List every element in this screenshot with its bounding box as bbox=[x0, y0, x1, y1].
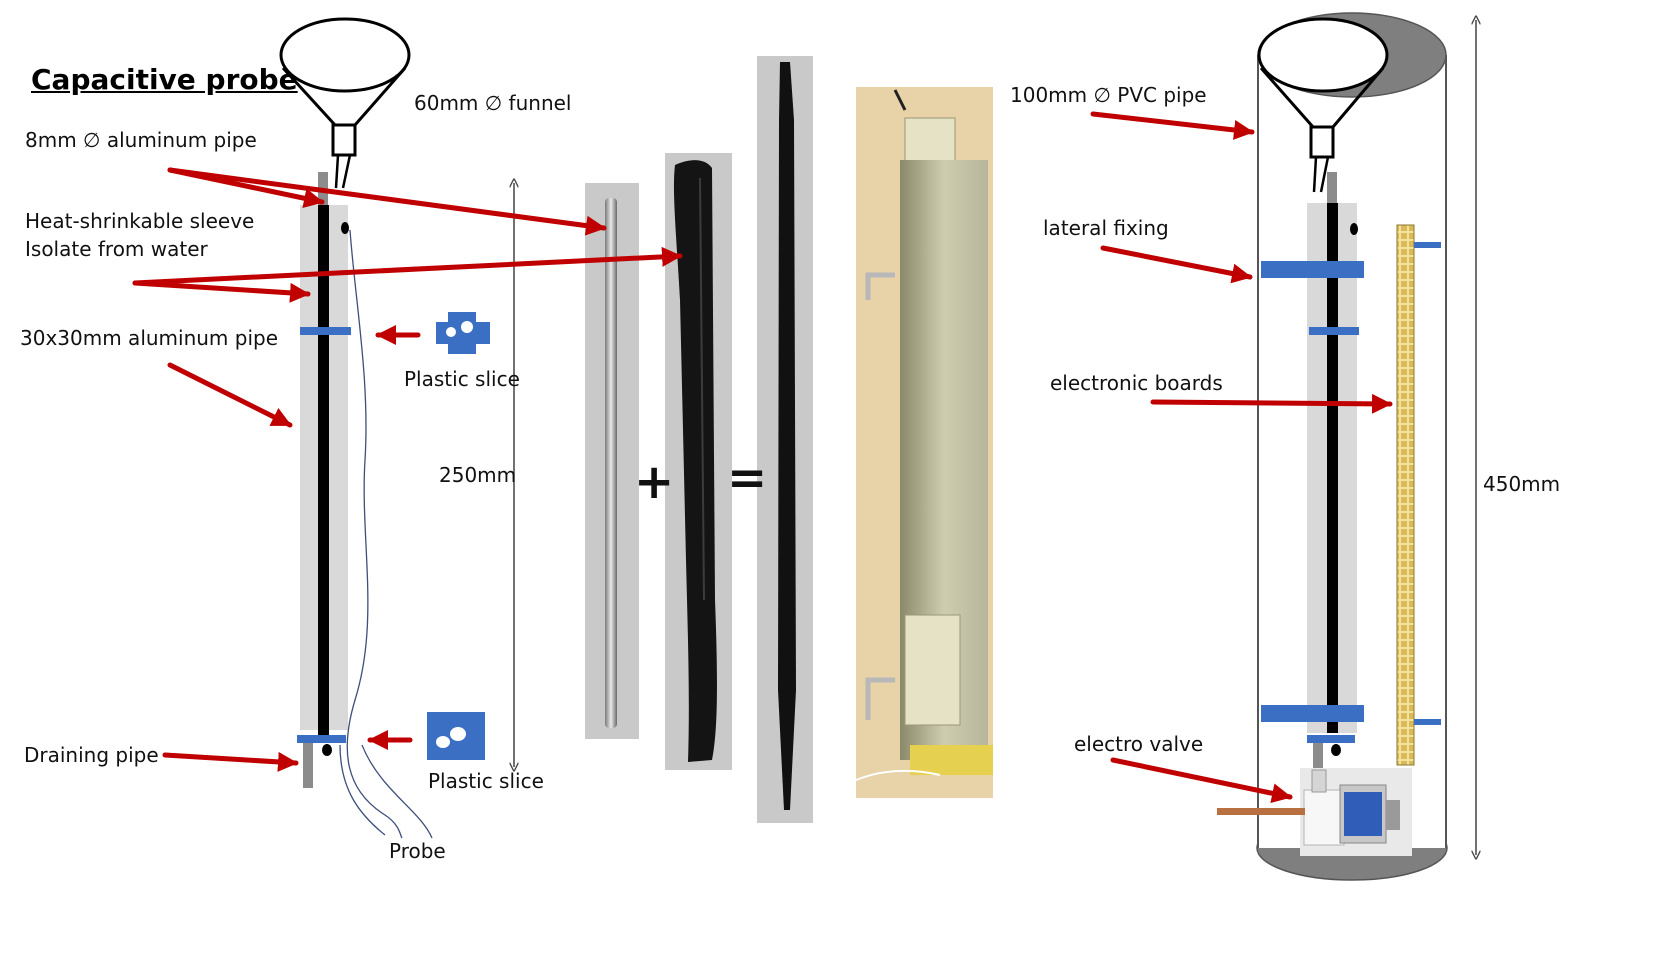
plastic-slice-bottom-bar bbox=[297, 735, 346, 743]
hole-bottom bbox=[322, 744, 332, 756]
assembly-funnel-top bbox=[1257, 17, 1389, 93]
label-plastic-slice-bottom: Plastic slice bbox=[428, 769, 544, 793]
arrow-30mm-pipe bbox=[167, 362, 293, 428]
label-sleeve-line1: Heat-shrinkable sleeve bbox=[25, 209, 255, 233]
label-pvc-pipe: 100mm ∅ PVC pipe bbox=[1010, 83, 1207, 107]
photo-aluminum-rod bbox=[585, 183, 639, 739]
label-draining-pipe: Draining pipe bbox=[24, 743, 159, 767]
hole-top bbox=[341, 222, 349, 234]
label-aluminum-pipe-8mm: 8mm ∅ aluminum pipe bbox=[25, 128, 257, 152]
probe-wire-a bbox=[346, 229, 403, 839]
label-aluminum-pipe-30mm: 30x30mm aluminum pipe bbox=[20, 326, 279, 350]
electronic-board-strip bbox=[1396, 224, 1415, 766]
board-bracket-top bbox=[1414, 242, 1441, 248]
probe-wire-b bbox=[339, 744, 386, 836]
assembly-slice-bottom bbox=[1307, 735, 1355, 743]
assembly-hole-bottom bbox=[1331, 744, 1341, 756]
funnel-spout bbox=[334, 154, 352, 189]
label-sleeve-line2: Isolate from water bbox=[25, 237, 208, 261]
lateral-fixing-bottom bbox=[1261, 705, 1364, 722]
photo-heat-shrink-sleeve bbox=[665, 153, 732, 770]
electro-valve-photo bbox=[1300, 768, 1412, 856]
arrow-8mm-to-photo bbox=[167, 167, 607, 236]
label-funnel: 60mm ∅ funnel bbox=[414, 91, 572, 115]
label-electro-valve: electro valve bbox=[1074, 732, 1204, 756]
funnel-top bbox=[279, 17, 411, 93]
callout-arrows bbox=[132, 111, 1393, 804]
label-length-450: 450mm bbox=[1483, 472, 1561, 496]
photo-assembled-probe bbox=[757, 56, 813, 823]
arrow-lateral-fixing bbox=[1100, 245, 1253, 284]
arrow-electronic-boards bbox=[1150, 393, 1393, 414]
plus-sign: + bbox=[634, 454, 675, 510]
draining-pipe bbox=[303, 743, 313, 788]
label-electronic-boards: electronic boards bbox=[1050, 371, 1223, 395]
assembly-drawing bbox=[1217, 12, 1476, 881]
arrow-sleeve-to-drawing bbox=[132, 280, 311, 303]
assembly-rod-top bbox=[1327, 172, 1337, 207]
equals-sign: = bbox=[727, 450, 768, 506]
plastic-slice-cross-icon bbox=[436, 312, 490, 354]
plastic-slice-square-icon bbox=[427, 712, 485, 760]
arrow-draining-pipe bbox=[162, 751, 299, 772]
label-probe: Probe bbox=[389, 839, 446, 863]
outlet-tube bbox=[1217, 808, 1305, 815]
probe-drawing bbox=[279, 17, 514, 839]
arrow-sleeve-to-photo bbox=[132, 246, 683, 286]
diagram-title: Capacitive probe bbox=[31, 63, 298, 96]
lateral-fixing-top bbox=[1261, 261, 1364, 278]
assembly-drain-pipe bbox=[1313, 743, 1323, 783]
label-plastic-slice-top: Plastic slice bbox=[404, 367, 520, 391]
arrow-pvc-pipe bbox=[1090, 111, 1255, 140]
assembly-inner-rod bbox=[1327, 203, 1338, 733]
assembly-funnel-neck bbox=[1309, 125, 1335, 159]
funnel-neck bbox=[331, 123, 357, 157]
assembly-slice-top bbox=[1309, 327, 1359, 335]
probe-wire-c bbox=[361, 744, 433, 839]
photo-housing-box bbox=[855, 87, 993, 798]
plastic-slice-top-bar bbox=[300, 327, 351, 335]
board-bracket-bottom bbox=[1414, 719, 1441, 725]
arrow-electro-valve bbox=[1110, 757, 1293, 804]
label-lateral-fixing: lateral fixing bbox=[1043, 216, 1169, 240]
inner-rod-8mm bbox=[318, 205, 329, 735]
assembly-hole-top bbox=[1350, 223, 1358, 235]
assembly-funnel-spout bbox=[1312, 156, 1330, 193]
label-length-250: 250mm bbox=[439, 463, 517, 487]
